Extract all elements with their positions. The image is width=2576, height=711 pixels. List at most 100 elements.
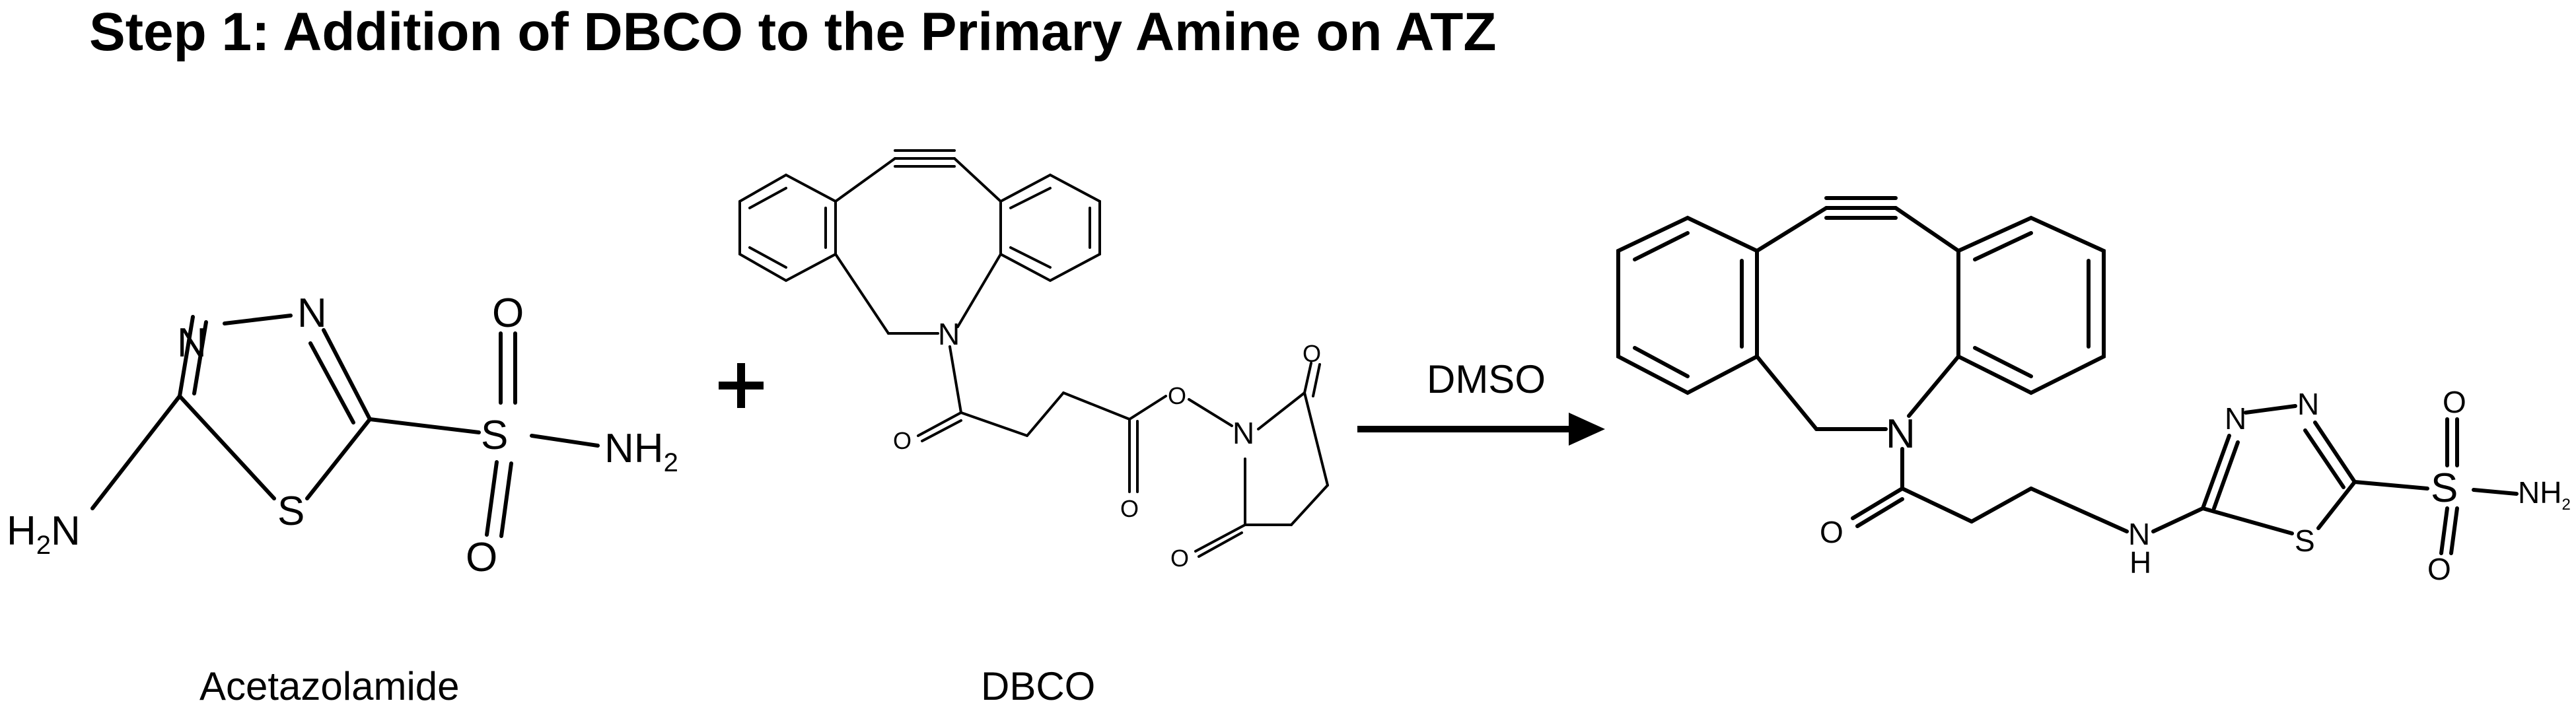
bond bbox=[223, 314, 293, 325]
bond bbox=[956, 253, 1002, 328]
dbco-label: DBCO bbox=[981, 664, 1095, 708]
bond bbox=[1900, 487, 1974, 524]
bond bbox=[1026, 391, 1065, 437]
benzene-ring bbox=[1616, 215, 1759, 395]
dbco-structure: N O O O N O O bbox=[738, 149, 1329, 572]
bond bbox=[2201, 434, 2231, 510]
bond bbox=[178, 394, 276, 500]
atom-o: O bbox=[1120, 495, 1139, 522]
atom-o: O bbox=[1168, 382, 1186, 409]
bond bbox=[1855, 497, 1904, 528]
bond bbox=[1894, 206, 1960, 253]
bond bbox=[1973, 231, 2033, 261]
bond bbox=[1198, 531, 1243, 558]
bond bbox=[305, 417, 372, 500]
bond bbox=[2212, 440, 2240, 510]
product-structure: N O N H N N S S O O NH2 bbox=[1616, 196, 2571, 586]
atom-o: O bbox=[2443, 385, 2466, 419]
bond bbox=[2244, 404, 2297, 415]
bond bbox=[308, 341, 355, 424]
bond bbox=[1973, 346, 2033, 378]
bond bbox=[1188, 398, 1233, 427]
acetazolamide-structure: N N S S O O NH2 H2N bbox=[7, 290, 678, 580]
atom-n: N bbox=[2225, 401, 2246, 436]
bond bbox=[2313, 421, 2357, 484]
bond bbox=[1312, 363, 1321, 397]
atom-n: N bbox=[1886, 411, 1915, 457]
atom-nh2: NH2 bbox=[604, 426, 678, 477]
bond bbox=[748, 246, 787, 269]
bond bbox=[1851, 487, 1904, 520]
reaction-arrow bbox=[1357, 413, 1605, 446]
bond bbox=[192, 320, 208, 395]
atom-nh: N bbox=[2128, 517, 2150, 551]
plus-sign bbox=[719, 363, 764, 408]
bond bbox=[834, 253, 890, 335]
bond bbox=[1970, 487, 2033, 524]
bond bbox=[530, 434, 600, 448]
atom-o: O bbox=[492, 290, 524, 336]
bond bbox=[2472, 488, 2519, 496]
bond bbox=[1009, 187, 1052, 209]
bond bbox=[485, 460, 499, 537]
bond bbox=[2201, 506, 2294, 535]
atom-o: O bbox=[1170, 545, 1189, 572]
bond bbox=[2151, 506, 2205, 533]
solvent-label: DMSO bbox=[1427, 357, 1546, 401]
bond bbox=[1755, 355, 1818, 431]
bond bbox=[1009, 246, 1052, 269]
bond bbox=[1755, 206, 1828, 253]
bond bbox=[953, 157, 1002, 203]
bond bbox=[1128, 395, 1167, 421]
atom-n: N bbox=[1233, 416, 1254, 450]
scheme-title: Step 1: Addition of DBCO to the Primary … bbox=[89, 2, 1497, 62]
bond bbox=[90, 394, 182, 510]
bond bbox=[1303, 362, 1312, 394]
bond bbox=[1290, 484, 1329, 526]
bond bbox=[2029, 487, 2129, 533]
bond bbox=[1257, 391, 1306, 430]
atom-s: S bbox=[277, 489, 304, 534]
bond bbox=[948, 345, 962, 414]
atom-o: O bbox=[893, 427, 912, 454]
bond bbox=[834, 157, 896, 203]
atom-o: O bbox=[1303, 340, 1321, 367]
bond bbox=[1062, 391, 1131, 421]
atom-o: O bbox=[2427, 552, 2451, 586]
atom-s: S bbox=[2295, 524, 2315, 558]
bond bbox=[178, 315, 195, 398]
benzene-ring bbox=[1956, 215, 2106, 395]
bond bbox=[2439, 506, 2449, 555]
bond bbox=[2303, 428, 2345, 489]
bond bbox=[1303, 391, 1329, 487]
bond bbox=[322, 328, 372, 421]
atom-n: N bbox=[177, 320, 207, 366]
bond bbox=[748, 187, 787, 209]
bond bbox=[1907, 355, 1960, 418]
bond bbox=[2449, 506, 2459, 555]
atom-nh2: NH2 bbox=[2518, 475, 2571, 514]
atom-n: N bbox=[2297, 387, 2319, 421]
bond bbox=[368, 417, 481, 434]
bond bbox=[960, 411, 1028, 437]
atom-n: N bbox=[297, 290, 327, 336]
atom-s: S bbox=[2431, 465, 2458, 511]
bond bbox=[921, 419, 962, 442]
atom-s: S bbox=[481, 413, 508, 458]
acetazolamide-label: Acetazolamide bbox=[199, 664, 460, 708]
bond bbox=[917, 411, 962, 437]
bond bbox=[499, 461, 513, 538]
benzene-ring bbox=[738, 173, 837, 283]
bond bbox=[2316, 480, 2357, 530]
bond bbox=[2353, 480, 2429, 491]
benzene-ring bbox=[999, 173, 1101, 283]
atom-h: H bbox=[2129, 545, 2151, 580]
bond bbox=[1194, 524, 1246, 553]
atom-o: O bbox=[466, 535, 497, 580]
atom-o: O bbox=[1820, 515, 1843, 549]
atom-n: N bbox=[938, 317, 960, 351]
atom-h2n: H2N bbox=[7, 508, 81, 560]
bond bbox=[1633, 231, 1690, 261]
